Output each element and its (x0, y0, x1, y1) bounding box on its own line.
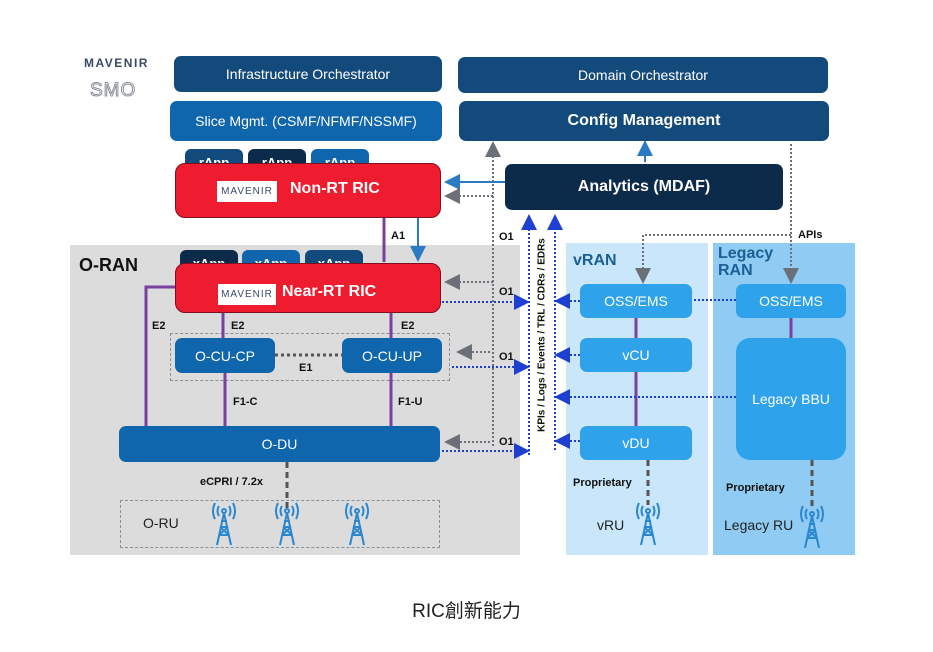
legacy-title-line1: Legacy (718, 245, 774, 262)
oran-title: O-RAN (79, 255, 138, 275)
o-cu-cp[interactable]: O-CU-CP (175, 338, 275, 373)
vran-title: vRAN (573, 252, 617, 269)
o1-label: O1 (499, 351, 514, 363)
towers (212, 502, 824, 549)
smo-label: SMO (89, 80, 137, 102)
vcu[interactable]: vCU (580, 338, 692, 372)
legacy-bbu[interactable]: Legacy BBU (736, 338, 846, 460)
infrastructure-orchestrator[interactable]: Infrastructure Orchestrator (174, 56, 442, 92)
vru-label: vRU (597, 517, 625, 533)
e2-label: E2 (401, 320, 415, 332)
slice-mgmt[interactable]: Slice Mgmt. (CSMF/NFMF/NSSMF) (170, 101, 442, 141)
apis-vran-line (635, 234, 791, 284)
legacy-ran-title: Legacy RAN (718, 245, 773, 279)
e2-label: E2 (152, 320, 166, 332)
near-rt-ric-label: Near-RT RIC (282, 283, 377, 300)
e2-label: E2 (231, 320, 245, 332)
logo-text: MAVENIR (221, 186, 273, 197)
o-ru-label: O-RU (143, 515, 179, 531)
legacy-title-line2: RAN (718, 262, 753, 279)
e2-du-line (144, 285, 176, 428)
vran-oss-ems[interactable]: OSS/EMS (580, 284, 692, 318)
a1-label: A1 (391, 230, 406, 242)
apis-label: APIs (798, 229, 823, 241)
legacy-proprietary-label: Proprietary (726, 482, 785, 494)
ecpri-label: eCPRI / 7.2x (200, 476, 263, 488)
caption: RIC創新能力 (412, 601, 521, 622)
o1-label: O1 (499, 286, 514, 298)
telemetry-label: KPIs / Logs / Events / TRL / CDRs / EDRs (536, 238, 548, 432)
non-rt-ric-label: Non-RT RIC (290, 180, 380, 197)
vran-proprietary-label: Proprietary (573, 477, 632, 489)
vdu[interactable]: vDU (580, 426, 692, 460)
domain-orchestrator[interactable]: Domain Orchestrator (458, 57, 828, 93)
o-du[interactable]: O-DU (119, 426, 440, 462)
config-management[interactable]: Config Management (459, 101, 829, 141)
logo-text: MAVENIR (221, 289, 273, 300)
mavenir-logo: MAVENIR (84, 56, 149, 70)
vru-tower-icon (636, 502, 660, 546)
o-cu-group (170, 333, 450, 381)
o-ru-tower-icon (275, 502, 299, 546)
o-cu-up[interactable]: O-CU-UP (342, 338, 442, 373)
f1c-label: F1-C (233, 396, 258, 408)
o-ru-tower-icon (212, 502, 236, 546)
non-rt-ric-logo: MAVENIR (217, 181, 277, 202)
near-rt-ric-logo: MAVENIR (218, 284, 276, 305)
legacy-ru-label: Legacy RU (724, 517, 794, 533)
analytics-mdaf[interactable]: Analytics (MDAF) (505, 164, 783, 210)
o1-label: O1 (499, 436, 514, 448)
o1-label: O1 (499, 231, 514, 243)
o-ru-tower-icon (345, 502, 369, 546)
o-ru-group (120, 500, 440, 548)
e1-label: E1 (299, 362, 313, 374)
legacy-ru-tower-icon (800, 505, 824, 549)
legacy-oss-ems[interactable]: OSS/EMS (736, 284, 846, 318)
f1u-label: F1-U (398, 396, 423, 408)
